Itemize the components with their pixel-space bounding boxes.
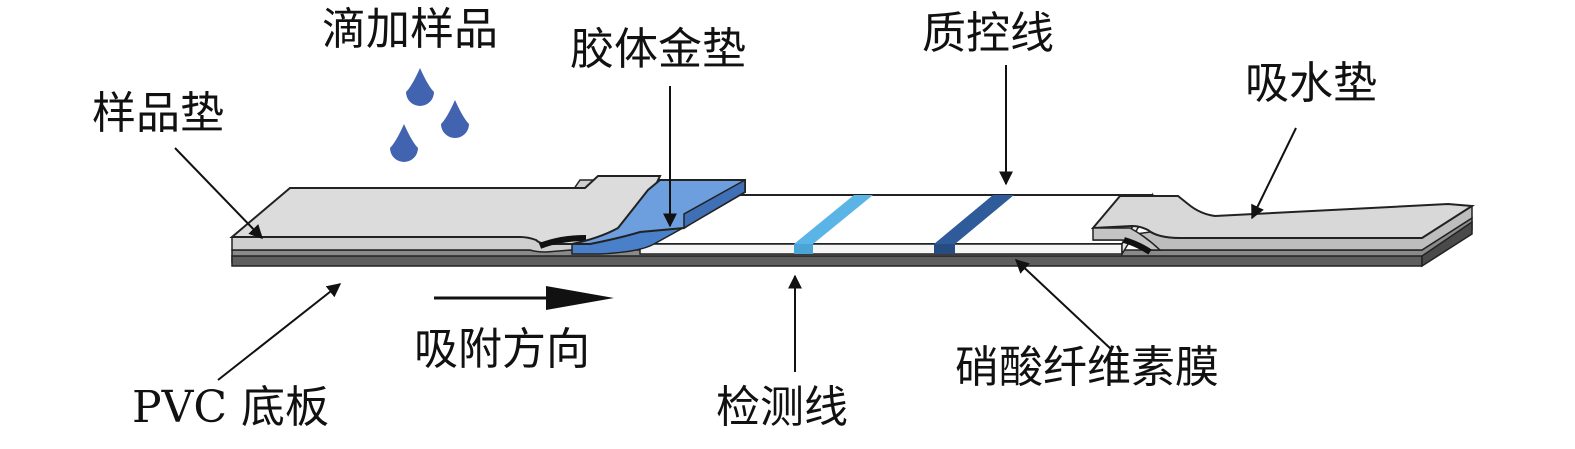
control-line-label: 质控线 (922, 8, 1054, 59)
drop-1 (406, 68, 434, 106)
control-line-edge (934, 244, 955, 254)
test-line-label: 检测线 (716, 382, 848, 433)
sample-pad-label: 样品垫 (92, 88, 224, 139)
pointer-lines (174, 65, 1297, 381)
absorbent-pad (1090, 195, 1476, 255)
conjugate-pad (571, 178, 746, 255)
flow-direction-label: 吸附方向 (414, 324, 590, 375)
test-line-edge (794, 244, 813, 254)
pvc-backing-pointer (217, 283, 342, 381)
conjugate-pad-label: 胶体金垫 (570, 24, 746, 75)
sample-pad-pointer (174, 147, 263, 240)
nc-membrane-label: 硝酸纤维素膜 (955, 342, 1219, 393)
absorbent-pad-label: 吸水垫 (1245, 58, 1377, 109)
sample-drops (390, 68, 469, 162)
test-line (794, 195, 873, 244)
control-line (934, 195, 1014, 244)
add-sample-label: 滴加样品 (322, 4, 498, 55)
flow-direction-arrow (434, 286, 614, 310)
pvc-backing-label: PVC 底板 (132, 382, 330, 433)
drop-3 (390, 124, 418, 162)
absorbent-pad-pointer (1251, 127, 1297, 220)
nc-membrane-pointer (1014, 259, 1113, 351)
drop-2 (440, 100, 469, 139)
